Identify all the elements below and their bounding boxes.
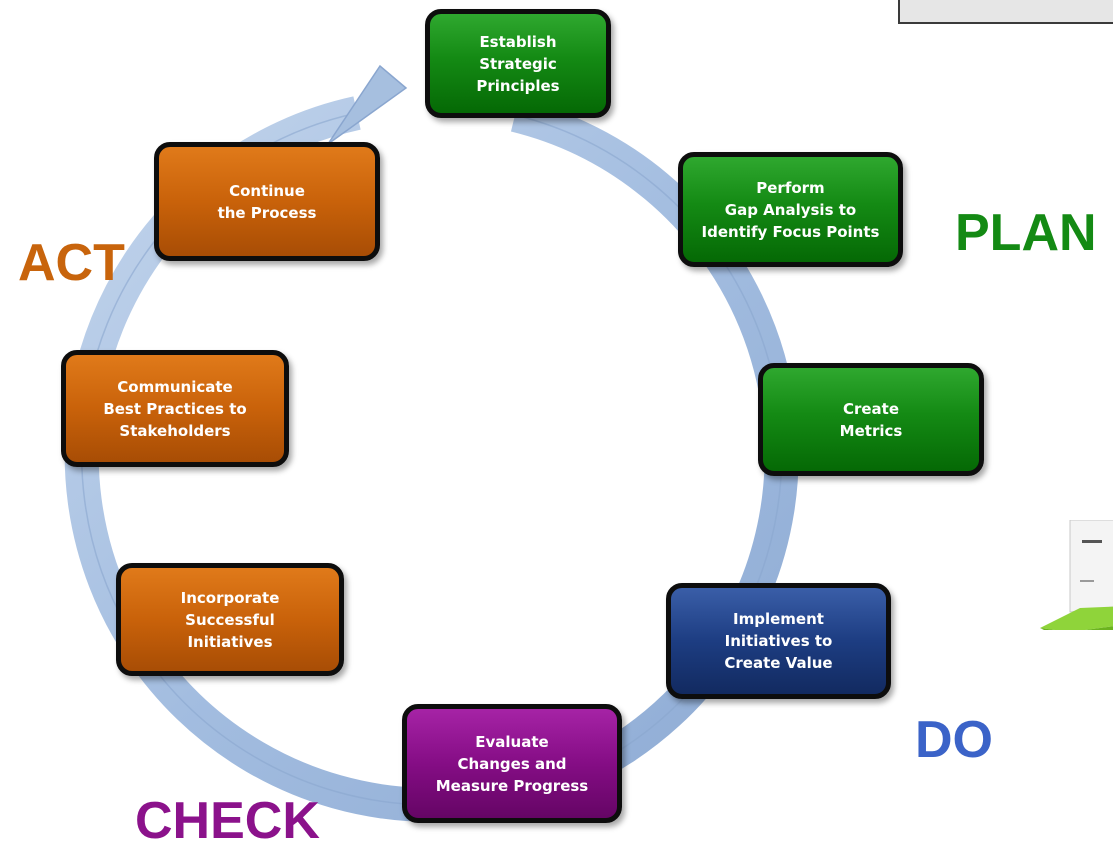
partial-thumbnail-image [1040,520,1113,630]
phase-label-plan: PLAN [955,204,1097,262]
step-incorporate-successful-initiatives: Incorporate Successful Initiatives [116,563,344,676]
step-label: Establish Strategic Principles [476,32,560,95]
phase-label-check: CHECK [135,792,320,845]
phase-label-do: DO [915,711,993,769]
step-label: Create Metrics [839,399,903,440]
step-evaluate-changes: Evaluate Changes and Measure Progress [402,704,622,823]
phase-label-act: ACT [18,234,125,292]
step-label: Implement Initiatives to Create Value [724,610,833,672]
step-create-metrics: Create Metrics [758,363,984,476]
step-label: Communicate Best Practices to Stakeholde… [103,377,247,440]
step-implement-initiatives: Implement Initiatives to Create Value [666,583,891,699]
cycle-arrowhead [327,64,408,145]
step-label: Evaluate Changes and Measure Progress [435,732,589,795]
step-continue-the-process: Continue the Process [154,142,380,261]
step-label: Perform Gap Analysis to Identify Focus P… [701,178,880,241]
step-label: Continue the Process [217,181,317,222]
step-communicate-best-practices: Communicate Best Practices to Stakeholde… [61,350,289,467]
partial-frame [898,0,1113,24]
step-establish-strategic-principles: Establish Strategic Principles [425,9,611,118]
step-label: Incorporate Successful Initiatives [180,588,280,651]
step-perform-gap-analysis: Perform Gap Analysis to Identify Focus P… [678,152,903,267]
